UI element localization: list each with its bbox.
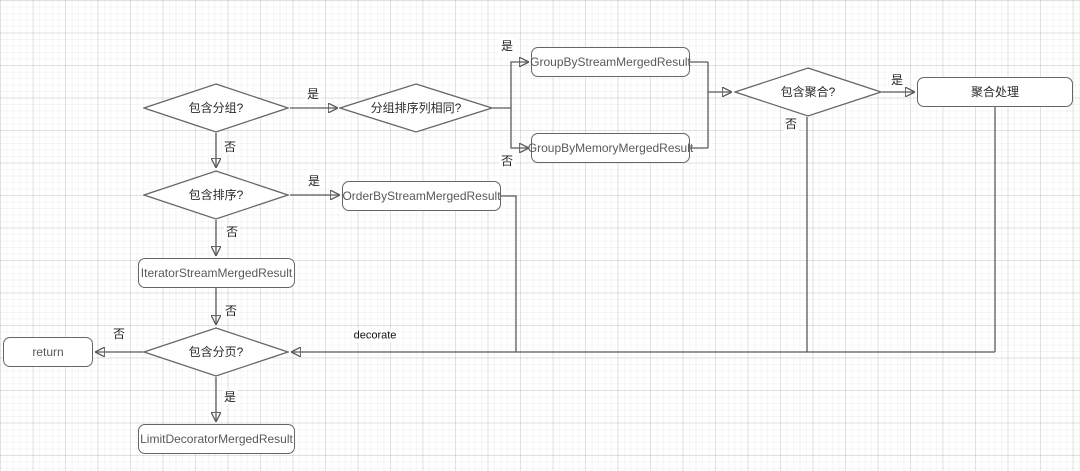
edge-label-no-aggregation: 否 — [782, 117, 800, 131]
process-label: OrderByStreamMergedResult — [342, 189, 501, 203]
edge-sortsame-yes-groupbystream — [510, 62, 528, 108]
edge-label-no-grouping: 否 — [221, 140, 239, 154]
diamond-shape — [143, 327, 289, 377]
decision-group-sort-columns-same: 分组排序列相同? — [339, 83, 493, 133]
process-group-by-stream: GroupByStreamMergedResult — [530, 47, 691, 77]
edge-label-no-pagination: 否 — [110, 327, 128, 341]
decision-contains-sorting: 包含排序? — [143, 170, 289, 220]
process-label: GroupByMemoryMergedResult — [527, 141, 694, 155]
decision-label: 包含分组? — [188, 101, 244, 115]
edge-label-no-sortsame: 否 — [498, 154, 516, 168]
edge-orderby-down — [501, 195, 517, 352]
decision-contains-grouping: 包含分组? — [143, 83, 289, 133]
diamond-shape — [143, 83, 289, 133]
process-label: IteratorStreamMergedResult — [140, 266, 293, 280]
decision-label: 包含聚合? — [780, 85, 836, 99]
process-label: GroupByStreamMergedResult — [530, 55, 691, 69]
diamond-shape — [734, 67, 882, 117]
edge-label-decorate: decorate — [351, 329, 399, 343]
decision-contains-pagination: 包含分页? — [143, 327, 289, 377]
diamond-shape — [339, 83, 493, 133]
process-iterator-stream: IteratorStreamMergedResult — [138, 258, 295, 288]
edge-label-yes-aggregation: 是 — [888, 73, 906, 87]
process-group-by-memory: GroupByMemoryMergedResult — [527, 133, 694, 163]
edge-sortsame-no-groupbymemory — [510, 108, 528, 148]
decision-label: 包含排序? — [188, 188, 244, 202]
process-limit-decorator: LimitDecoratorMergedResult — [138, 424, 295, 454]
edge-label-yes-sorting: 是 — [305, 174, 323, 188]
process-return: return — [3, 337, 93, 367]
edge-label-no-sorting: 否 — [223, 225, 241, 239]
diamond-shape — [143, 170, 289, 220]
process-label: 聚合处理 — [970, 85, 1019, 99]
process-label: LimitDecoratorMergedResult — [140, 432, 293, 446]
process-label: return — [32, 345, 64, 359]
edge-label-yes-sortsame: 是 — [498, 39, 516, 53]
decision-label: 包含分页? — [188, 345, 244, 359]
decision-contains-aggregation: 包含聚合? — [734, 67, 882, 117]
process-aggregation-processing: 聚合处理 — [917, 77, 1073, 107]
edge-label-no-iterator: 否 — [222, 304, 240, 318]
edge-label-yes-pagination: 是 — [221, 390, 239, 404]
edge-label-yes-grouping: 是 — [304, 87, 322, 101]
decision-label: 分组排序列相同? — [370, 101, 462, 115]
process-order-by-stream: OrderByStreamMergedResult — [342, 181, 501, 211]
